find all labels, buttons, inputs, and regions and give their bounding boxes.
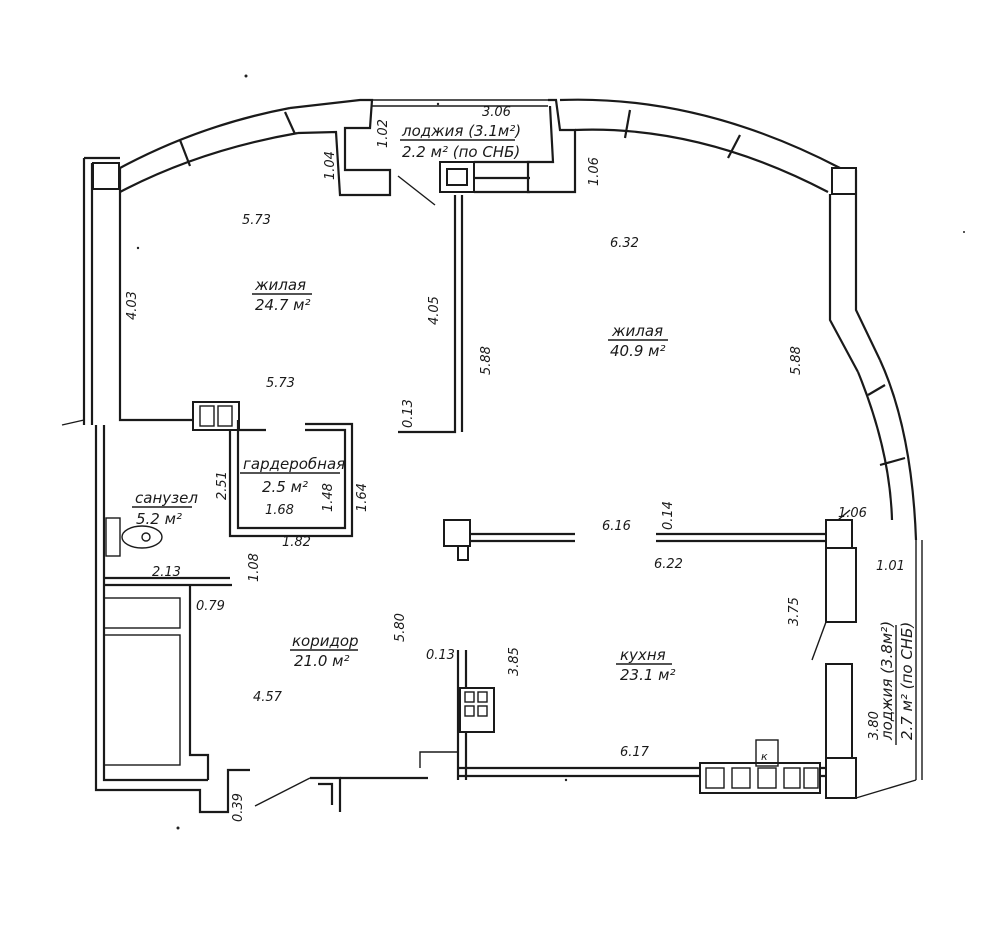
dim-1-01: 1.01 xyxy=(876,559,905,574)
dim-6-32: 6.32 xyxy=(610,236,639,251)
scan-specks xyxy=(136,74,965,830)
room-labels: жилая 24.7 м² жилая 40.9 м² гардеробная … xyxy=(132,122,916,745)
dim-1-48: 1.48 xyxy=(321,483,336,512)
dim-4-57: 4.57 xyxy=(253,690,283,705)
dimension-labels: 3.06 1.02 1.04 1.06 5.73 6.32 4.03 4.05 … xyxy=(125,105,905,822)
dim-3-06: 3.06 xyxy=(482,105,511,120)
room-area-living-left: 24.7 м² xyxy=(255,296,311,314)
mark-k: к xyxy=(761,750,768,763)
dim-1-06-top: 1.06 xyxy=(587,157,602,186)
room-area-corridor: 21.0 м² xyxy=(294,652,350,670)
dim-1-06-right: 1.06 xyxy=(838,506,867,521)
dim-3-75: 3.75 xyxy=(787,597,802,626)
dim-3-80: 3.80 xyxy=(867,711,882,740)
room-name-bathroom: санузел xyxy=(135,489,198,507)
dim-1-02: 1.02 xyxy=(376,119,391,148)
room-name-corridor: коридор xyxy=(292,632,359,650)
dim-5-88-mid: 5.88 xyxy=(479,346,494,375)
dim-0-13-b: 0.13 xyxy=(426,648,455,663)
dim-5-88-right: 5.88 xyxy=(789,346,804,375)
dim-0-79: 0.79 xyxy=(196,599,225,614)
dim-1-08: 1.08 xyxy=(247,553,262,582)
room-area-loggia-top: 2.2 м² (по СНБ) xyxy=(402,143,520,161)
room-area-wardrobe: 2.5 м² xyxy=(262,478,308,496)
room-name-living-left: жилая xyxy=(254,276,306,294)
dim-0-13-a: 0.13 xyxy=(401,399,416,428)
dim-1-64: 1.64 xyxy=(355,483,370,512)
dim-1-68: 1.68 xyxy=(265,503,294,518)
room-area-living-right: 40.9 м² xyxy=(610,342,666,360)
dim-6-16: 6.16 xyxy=(602,519,631,534)
outer-walls xyxy=(82,98,923,814)
dim-5-73-bottom: 5.73 xyxy=(266,376,295,391)
dim-1-82: 1.82 xyxy=(282,535,311,550)
dim-3-85: 3.85 xyxy=(507,647,522,676)
dim-6-17: 6.17 xyxy=(620,745,650,760)
dim-0-14: 0.14 xyxy=(661,501,676,530)
dim-5-80: 5.80 xyxy=(393,613,408,642)
room-name-loggia-right: лоджия (3.8м²) xyxy=(878,621,896,741)
room-name-kitchen: кухня xyxy=(620,646,666,664)
dim-5-73-top: 5.73 xyxy=(242,213,271,228)
room-name-living-right: жилая xyxy=(611,322,663,340)
interior-walls xyxy=(61,175,851,807)
dim-6-22: 6.22 xyxy=(654,557,683,572)
dim-2-51: 2.51 xyxy=(215,471,230,500)
room-name-wardrobe: гардеробная xyxy=(243,455,345,473)
dim-1-04: 1.04 xyxy=(323,151,338,180)
room-name-loggia-top: лоджия (3.1м²) xyxy=(401,122,521,140)
dim-2-13: 2.13 xyxy=(152,565,181,580)
room-area-kitchen: 23.1 м² xyxy=(620,666,676,684)
dim-4-05: 4.05 xyxy=(427,296,442,325)
room-area-bathroom: 5.2 м² xyxy=(136,510,182,528)
dim-0-39: 0.39 xyxy=(231,793,246,822)
dim-4-03: 4.03 xyxy=(125,291,140,320)
room-area-loggia-right: 2.7 м² (по СНБ) xyxy=(898,622,916,740)
